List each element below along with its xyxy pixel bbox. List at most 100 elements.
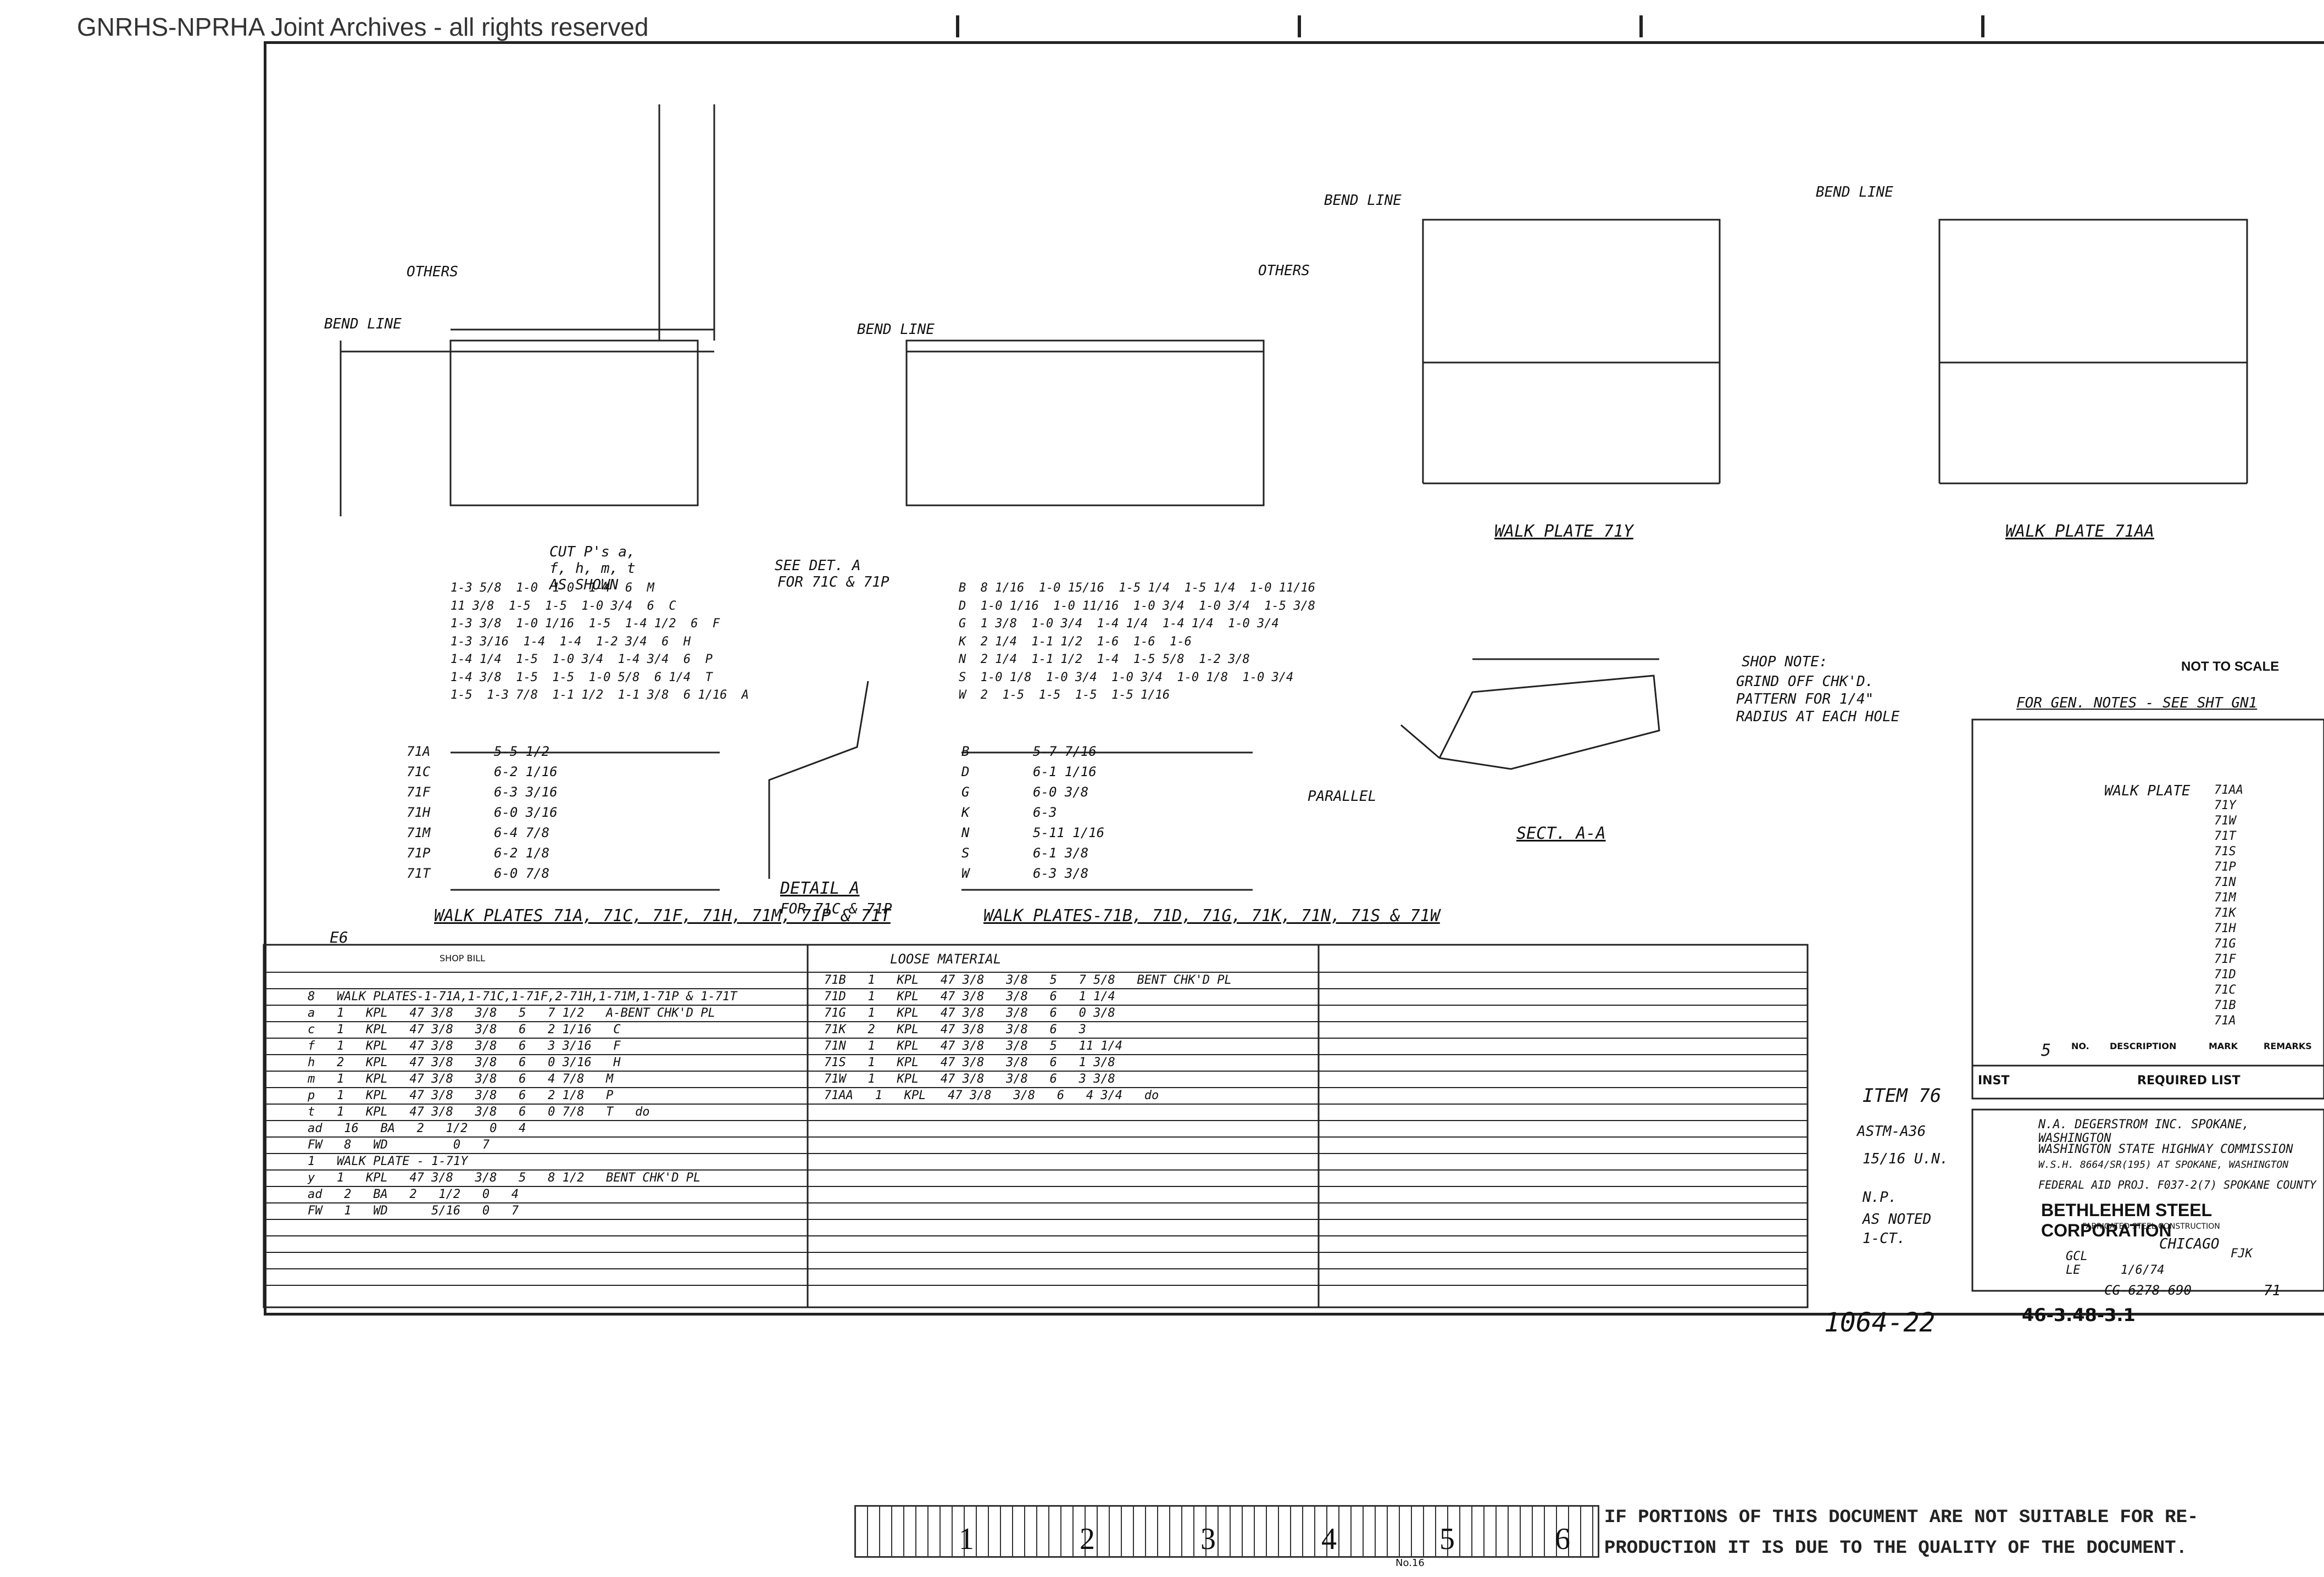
shop-bill-row: ad 16 BA 2 1/2 0 4	[308, 1122, 526, 1135]
bend-line-label: BEND LINE	[324, 316, 402, 332]
right-dim-row: K 2 1/4 1-1 1/2 1-6 1-6 1-6	[959, 634, 1192, 649]
req-mark: 71G	[2214, 937, 2236, 951]
req-col-mark: MARK	[2209, 1041, 2238, 1051]
req-col-no: NO.	[2071, 1041, 2089, 1051]
left-dim-row: 1-3 5/8 1-0 1-0 1-4 6 M	[451, 581, 654, 595]
req-mark: 71P	[2214, 860, 2236, 874]
loose-material-header: LOOSE MATERIAL	[890, 951, 1002, 967]
see-det-a: SEE DET. A	[775, 558, 861, 574]
shop-bill-row: 8 WALK PLATES-1-71A,1-71C,1-71F,2-71H,1-…	[308, 990, 737, 1004]
title-block-frame	[1971, 1108, 2324, 1292]
loose-material-row: 71K 2 KPL 47 3/8 3/8 6 3	[824, 1023, 1086, 1037]
item-label: ITEM 76	[1862, 1085, 1942, 1107]
req-description: WALK PLATE	[2104, 783, 2190, 799]
right-length-row: N 5-11 1/16	[961, 825, 1105, 840]
paint-value: 1-CT.	[1862, 1230, 1906, 1247]
grid-code: E6	[330, 928, 348, 946]
others-label: OTHERS	[407, 264, 458, 280]
ruler-number: 5	[1439, 1522, 1455, 1556]
scale-ruler	[854, 1505, 1599, 1558]
notice-line-2: PRODUCTION IT IS DUE TO THE QUALITY OF T…	[1604, 1538, 2187, 1559]
material-value: ASTM-A36	[1857, 1123, 1926, 1140]
reproduction-notice: IF PORTIONS OF THIS DOCUMENT ARE NOT SUI…	[1604, 1502, 2324, 1568]
left-length-row: 71A 5-5 1/2	[407, 744, 550, 759]
plate-outline-b	[905, 339, 1265, 506]
view-title-walk-plates-a: WALK PLATES 71A, 71C, 71F, 71H, 71M, 71P…	[434, 906, 891, 926]
loose-material-rows: 71B 1 KPL 47 3/8 3/8 5 7 5/8 BENT CHK'D …	[824, 972, 1232, 1104]
right-length-row: S 6-1 3/8	[961, 845, 1089, 861]
left-dim-row: 1-4 3/8 1-5 1-5 1-0 5/8 6 1/4 T	[451, 670, 713, 684]
plate-outline-aa	[1938, 219, 2248, 364]
tb-office: CHICAGO	[2159, 1236, 2220, 1252]
req-mark: 71H	[2214, 922, 2236, 935]
req-mark: 71K	[2214, 906, 2236, 920]
shop-bill-header: SHOP BILL	[440, 953, 486, 963]
tb-structure: WASHINGTON STATE HIGHWAY COMMISSION	[2038, 1143, 2293, 1156]
edge-tick	[1981, 15, 1984, 37]
loose-material-row: 71W 1 KPL 47 3/8 3/8 6 3 3/8	[824, 1072, 1115, 1086]
req-mark: 71F	[2214, 952, 2236, 966]
tb-project: FEDERAL AID PROJ. F037-2(7) SPOKANE COUN…	[2038, 1178, 2316, 1191]
drawing-index: 46-3.48-3.1	[2022, 1305, 2136, 1325]
shop-bill-row: y 1 KPL 47 3/8 3/8 5 8 1/2 BENT CHK'D PL	[308, 1171, 701, 1185]
see-det-a-for: FOR 71C & 71P	[777, 574, 889, 590]
ruler-number: 2	[1080, 1522, 1095, 1556]
bill-grid-lines	[264, 972, 1808, 1286]
view-title-walk-plates-b: WALK PLATES-71B, 71D, 71G, 71K, 71N, 71S…	[983, 906, 1440, 926]
loose-material-row: 71S 1 KPL 47 3/8 3/8 6 1 3/8	[824, 1056, 1115, 1069]
left-dim-row: 1-3 3/16 1-4 1-4 1-2 3/4 6 H	[451, 634, 691, 649]
edge-tick	[956, 15, 959, 37]
shop-bill-row: p 1 KPL 47 3/8 3/8 6 2 1/8 P	[308, 1089, 614, 1102]
req-mark: 71N	[2214, 876, 2236, 889]
watermark: GNRHS-NPRHA Joint Archives - all rights …	[77, 13, 649, 41]
view-title-detail-a: DETAIL A	[780, 879, 860, 898]
detail-a-for: FOR 71C & 71P	[780, 901, 892, 917]
ruler-number: 6	[1555, 1522, 1570, 1556]
view-title-walk-plate-y: WALK PLATE 71Y	[1494, 522, 1633, 541]
shop-note-text: GRIND OFF CHK'D. PATTERN FOR 1/4" RADIUS…	[1736, 673, 1900, 725]
req-mark: 71Y	[2214, 799, 2236, 812]
tb-made-by: GCL	[2066, 1250, 2088, 1263]
tb-contract: CG-6278-690	[2104, 1283, 2192, 1298]
right-length-row: B 5-7 7/16	[961, 744, 1097, 759]
right-dim-row: G 1 3/8 1-0 3/4 1-4 1/4 1-4 1/4 1-0 3/4	[959, 617, 1279, 631]
left-length-row: 71M 6-4 7/8	[407, 825, 550, 840]
req-mark: 71S	[2214, 845, 2236, 859]
loose-material-row: 71G 1 KPL 47 3/8 3/8 6 0 3/8	[824, 1006, 1115, 1020]
left-length-row: 71C 6-2 1/16	[407, 764, 558, 779]
tb-date: 1/6/74	[2121, 1263, 2165, 1277]
plate-outline-a	[449, 339, 699, 506]
tb-checked: LE	[2066, 1263, 2081, 1277]
left-length-row: 71T 6-0 7/8	[407, 866, 550, 881]
left-length-row: 71F 6-3 3/16	[407, 784, 558, 800]
shop-bill-row: 1 WALK PLATE - 1-71Y	[308, 1155, 468, 1168]
general-notes: FOR GEN. NOTES - SEE SHT GN1	[2016, 695, 2258, 711]
shop-bill-row: a 1 KPL 47 3/8 3/8 5 7 1/2 A-BENT CHK'D …	[308, 1006, 715, 1020]
right-length-row: W 6-3 3/8	[961, 866, 1089, 881]
bend-line-label: BEND LINE	[1816, 184, 1893, 200]
required-list-header: REQUIRED LIST	[2137, 1074, 2240, 1088]
req-mark: 71M	[2214, 891, 2236, 905]
not-to-scale: NOT TO SCALE	[2181, 659, 2279, 674]
left-length-row: 71H 6-0 3/16	[407, 805, 558, 820]
shop-note-title: SHOP NOTE:	[1742, 654, 1828, 670]
req-col-description: DESCRIPTION	[2110, 1041, 2177, 1051]
ruler-number: 1	[959, 1522, 974, 1556]
req-mark: 71AA	[2214, 783, 2243, 797]
ruler-number: 4	[1321, 1522, 1337, 1556]
shop-bill-frame	[263, 944, 1809, 1308]
loose-material-row: 71D 1 KPL 47 3/8 3/8 6 1 1/4	[824, 990, 1115, 1004]
loose-material-row: 71B 1 KPL 47 3/8 3/8 5 7 5/8 BENT CHK'D …	[824, 973, 1232, 987]
plate-outline-y	[1422, 219, 1721, 364]
shop-contact-value: N.P.	[1862, 1189, 1897, 1206]
left-dim-row: 1-5 1-3 7/8 1-1 1/2 1-1 3/8 6 1/16 A	[451, 688, 749, 702]
req-mark: 71W	[2214, 814, 2236, 828]
left-dim-row: 1-3 3/8 1-0 1/16 1-5 1-4 1/2 6 F	[451, 617, 720, 631]
req-mark: 71B	[2214, 999, 2236, 1012]
tb-contractor: N.A. DEGERSTROM INC. SPOKANE, WASHINGTON	[2038, 1118, 2250, 1145]
right-dim-row: D 1-0 1/16 1-0 11/16 1-0 3/4 1-0 3/4 1-5…	[959, 599, 1316, 613]
